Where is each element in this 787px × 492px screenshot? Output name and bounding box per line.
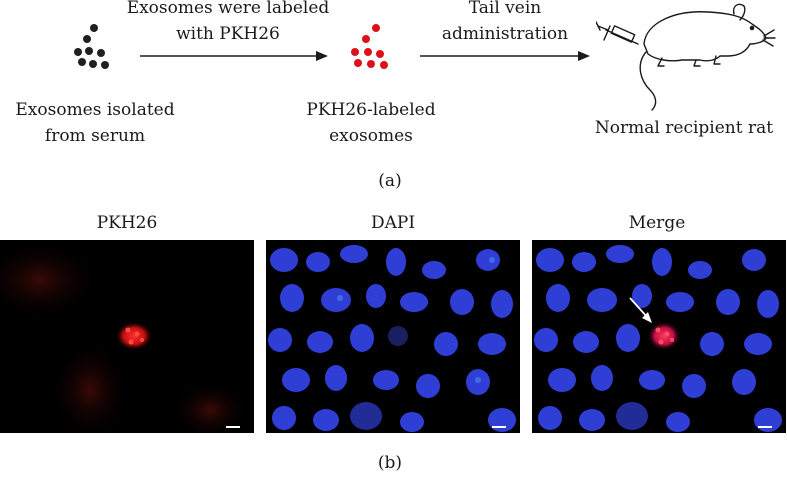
panel-b-letter: (b) xyxy=(377,453,403,473)
channel-title-dapi: DAPI xyxy=(370,213,416,233)
step1-label-line1: Exosomes were labeled xyxy=(126,0,330,18)
source-label-line1: Exosomes isolated xyxy=(15,100,175,120)
step2-label-line2: administration xyxy=(441,24,569,44)
recipient-label: Normal recipient rat xyxy=(594,118,774,138)
administration-arrow xyxy=(420,51,590,61)
dapi-micrograph xyxy=(266,240,520,433)
source-label-line2: from serum xyxy=(44,126,146,146)
labeled-label-line1: PKH26-labeled xyxy=(306,100,436,120)
step2-label-line1: Tail vein xyxy=(468,0,542,18)
channel-title-merge: Merge xyxy=(628,213,686,233)
labeled-label-line2: exosomes xyxy=(329,126,413,146)
channel-title-pkh26: PKH26 xyxy=(96,213,158,233)
merge-micrograph xyxy=(532,240,786,433)
labeling-arrow xyxy=(140,51,328,61)
scale-bar xyxy=(758,426,772,428)
indicator-arrow-icon xyxy=(629,297,652,323)
rat-with-syringe-icon xyxy=(596,3,776,111)
scale-bar xyxy=(226,426,240,428)
pkh26-micrograph xyxy=(0,240,254,433)
unlabeled-exosomes-icon xyxy=(74,24,109,69)
step1-label-line2: with PKH26 xyxy=(176,24,280,44)
labeled-exosomes-icon xyxy=(351,24,388,69)
scale-bar xyxy=(492,426,506,428)
panel-a-letter: (a) xyxy=(378,171,402,191)
